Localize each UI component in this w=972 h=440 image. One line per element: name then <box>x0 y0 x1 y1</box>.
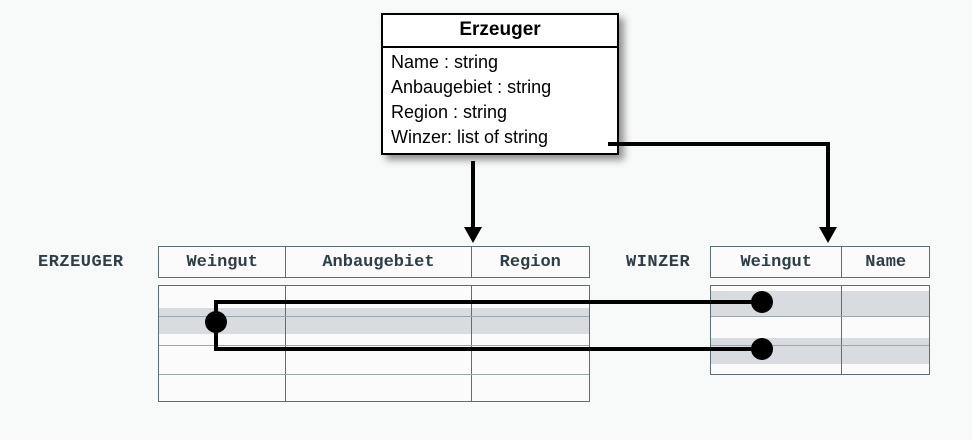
table-cell <box>286 375 472 401</box>
table-cell <box>159 346 287 374</box>
table-row <box>711 317 929 346</box>
winzer-mapping-arrow-head <box>819 227 837 243</box>
uml-attribute-name: Name : string <box>391 52 499 72</box>
foreign-key-link-lower <box>214 347 764 351</box>
winzer-mapping-arrow-horizontal <box>608 142 830 146</box>
table-row <box>159 317 589 346</box>
table-row <box>159 346 589 375</box>
table-cell <box>286 317 472 345</box>
table-cell <box>842 346 929 374</box>
table-cell <box>842 317 929 345</box>
foreign-key-link-upper <box>214 300 764 304</box>
column-header-weingut: Weingut <box>159 247 287 277</box>
table-row <box>711 286 929 317</box>
erzeuger-mapping-arrow-stem <box>471 161 475 229</box>
winzer-mapping-arrow-stem <box>826 142 830 230</box>
table-header-erzeuger: Weingut Anbaugebiet Region <box>158 246 590 278</box>
foreign-key-source-dot <box>205 311 227 333</box>
uml-attribute-winzer: Winzer: list of string <box>391 127 549 147</box>
table-label-erzeuger: ERZEUGER <box>38 253 124 272</box>
table-cell <box>711 286 843 316</box>
table-body-winzer <box>710 285 930 375</box>
foreign-key-target-dot-upper <box>751 291 773 313</box>
uml-attribute-anbaugebiet: Anbaugebiet : string <box>391 77 552 97</box>
column-header-name: Name <box>865 252 907 272</box>
table-cell <box>159 375 287 401</box>
uml-class-title: Erzeuger <box>383 15 617 48</box>
table-label-winzer: WINZER <box>626 253 691 272</box>
foreign-key-target-dot-lower <box>751 338 773 360</box>
uml-attribute-region: Region : string <box>391 102 508 122</box>
table-cell <box>286 346 472 374</box>
uml-class-erzeuger: Erzeuger Name : string Anbaugebiet : str… <box>381 13 619 155</box>
table-cell <box>711 317 843 345</box>
table-cell <box>159 317 287 345</box>
table-header-winzer: Weingut Name <box>710 246 930 278</box>
table-cell <box>842 286 929 316</box>
table-cell <box>472 317 589 345</box>
column-header-anbaugebiet: Anbaugebiet <box>286 247 472 277</box>
table-row <box>711 346 929 374</box>
uml-attribute-list: Name : string Anbaugebiet : string Regio… <box>383 48 617 153</box>
erzeuger-mapping-arrow-head <box>464 227 482 243</box>
column-header-region: Region <box>499 252 561 272</box>
table-cell <box>472 375 589 401</box>
table-cell <box>711 346 843 374</box>
table-row <box>159 375 589 401</box>
column-header-weingut: Weingut <box>711 247 843 277</box>
